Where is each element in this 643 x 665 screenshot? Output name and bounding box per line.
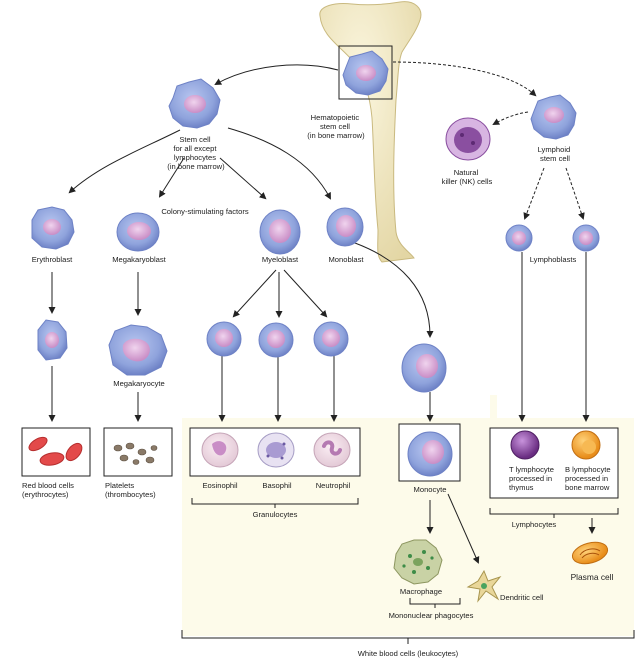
macrophage-cell — [393, 539, 443, 585]
arrow-myelo-neut — [283, 269, 328, 318]
femur-bone — [319, 1, 422, 263]
label-t-lymphocyte: T lymphocyte processed in thymus — [509, 465, 556, 492]
arrows — [48, 61, 596, 564]
cell-erythroblast — [31, 206, 75, 250]
label-lymphoblasts: Lymphoblasts — [530, 255, 577, 264]
plasma-cell — [571, 541, 609, 565]
lymphocyte-bracket — [489, 508, 619, 518]
dendritic-cell — [466, 569, 502, 603]
arrow-lymphoid-to-lymphoblast1 — [523, 167, 545, 220]
rbc-cells — [28, 436, 83, 466]
label-b-lymphocyte: B lymphocyte processed in bone marrow — [565, 465, 613, 492]
label-basophil: Basophil — [262, 481, 291, 490]
cell-hsc — [342, 50, 389, 96]
labels: Hematopoietic stem cell (in bone marrow)… — [22, 113, 614, 658]
cell-monoblast — [326, 207, 364, 247]
cell-myeloblast — [259, 209, 301, 255]
arrow-stem-to-erythroblast — [68, 129, 181, 194]
label-granulocytes: Granulocytes — [253, 510, 298, 519]
label-monoblast: Monoblast — [328, 255, 364, 264]
cell-baso-precursor — [258, 322, 294, 358]
monocyte-cell — [407, 431, 453, 477]
arrow-myelo-eos — [232, 269, 277, 318]
label-lymphoid-stem: Lymphoid stem cell — [538, 145, 573, 163]
cell-megakaryoblast — [116, 212, 160, 252]
arrow-hsc-to-lymphoid — [392, 61, 537, 97]
hsc-box — [338, 45, 393, 100]
label-hsc: Hematopoietic stem cell (in bone marrow) — [307, 113, 365, 140]
eosinophil-cell — [201, 432, 239, 468]
label-csf: Colony-stimulating factors — [161, 207, 249, 216]
label-megakaryocyte: Megakaryocyte — [113, 379, 165, 388]
cell-promonocyte — [401, 343, 447, 393]
label-platelets: Platelets (thrombocytes) — [105, 481, 156, 499]
arrow-stem-to-monoblast — [227, 127, 331, 200]
label-eosinophil: Eosinophil — [202, 481, 237, 490]
platelet-cells — [113, 442, 158, 465]
arrow-monocyte-dendritic — [447, 493, 480, 564]
arrow-lymphoid-to-lymphoblast2 — [565, 167, 585, 220]
label-myeloblast: Myeloblast — [262, 255, 299, 264]
label-wbc: White blood cells (leukocytes) — [358, 649, 459, 658]
arrow-hsc-to-stem — [214, 64, 339, 85]
label-lymphocytes: Lymphocytes — [512, 520, 557, 529]
label-macrophage: Macrophage — [400, 587, 442, 596]
basophil-cell — [257, 432, 295, 468]
label-mononuclear: Mononuclear phagocytes — [389, 611, 474, 620]
cell-nk — [445, 117, 491, 161]
cell-lymphoblast-2 — [572, 224, 600, 252]
cell-stem-except-lymphocytes — [168, 78, 221, 129]
label-monocyte: Monocyte — [414, 485, 447, 494]
b-lymphocyte-cell — [571, 430, 601, 460]
label-megakaryoblast: Megakaryoblast — [112, 255, 166, 264]
granulocyte-bracket — [191, 498, 359, 508]
label-nk: Natural killer (NK) cells — [442, 168, 493, 186]
brackets — [181, 498, 635, 644]
cell-neut-precursor — [313, 321, 349, 357]
wbc-bracket — [181, 630, 635, 644]
t-lymphocyte-cell — [510, 430, 540, 460]
label-erythroblast: Erythroblast — [32, 255, 73, 264]
mononuclear-bracket — [409, 598, 461, 608]
neutrophil-cell — [313, 432, 351, 468]
label-dendritic-cell: Dendritic cell — [500, 593, 544, 602]
label-neutrophil: Neutrophil — [316, 481, 351, 490]
cell-eos-precursor — [206, 321, 242, 357]
cell-megakaryocyte — [108, 324, 168, 376]
arrow-stem-to-myeloblast — [219, 157, 267, 200]
cell-lymphoid-stem — [530, 94, 577, 140]
cell-erythro-stage2 — [37, 319, 68, 361]
cell-lymphoblast-1 — [505, 224, 533, 252]
label-plasma-cell: Plasma cell — [571, 572, 614, 582]
label-rbc: Red blood cells (erythrocytes) — [22, 481, 76, 499]
arrow-monoblast-down — [354, 242, 434, 338]
arrow-lymphoid-to-nk — [492, 111, 529, 125]
arrow-stem-to-megakaryoblast — [158, 157, 185, 198]
label-stem-except: Stem cell for all except lymphocytes (in… — [167, 135, 225, 171]
